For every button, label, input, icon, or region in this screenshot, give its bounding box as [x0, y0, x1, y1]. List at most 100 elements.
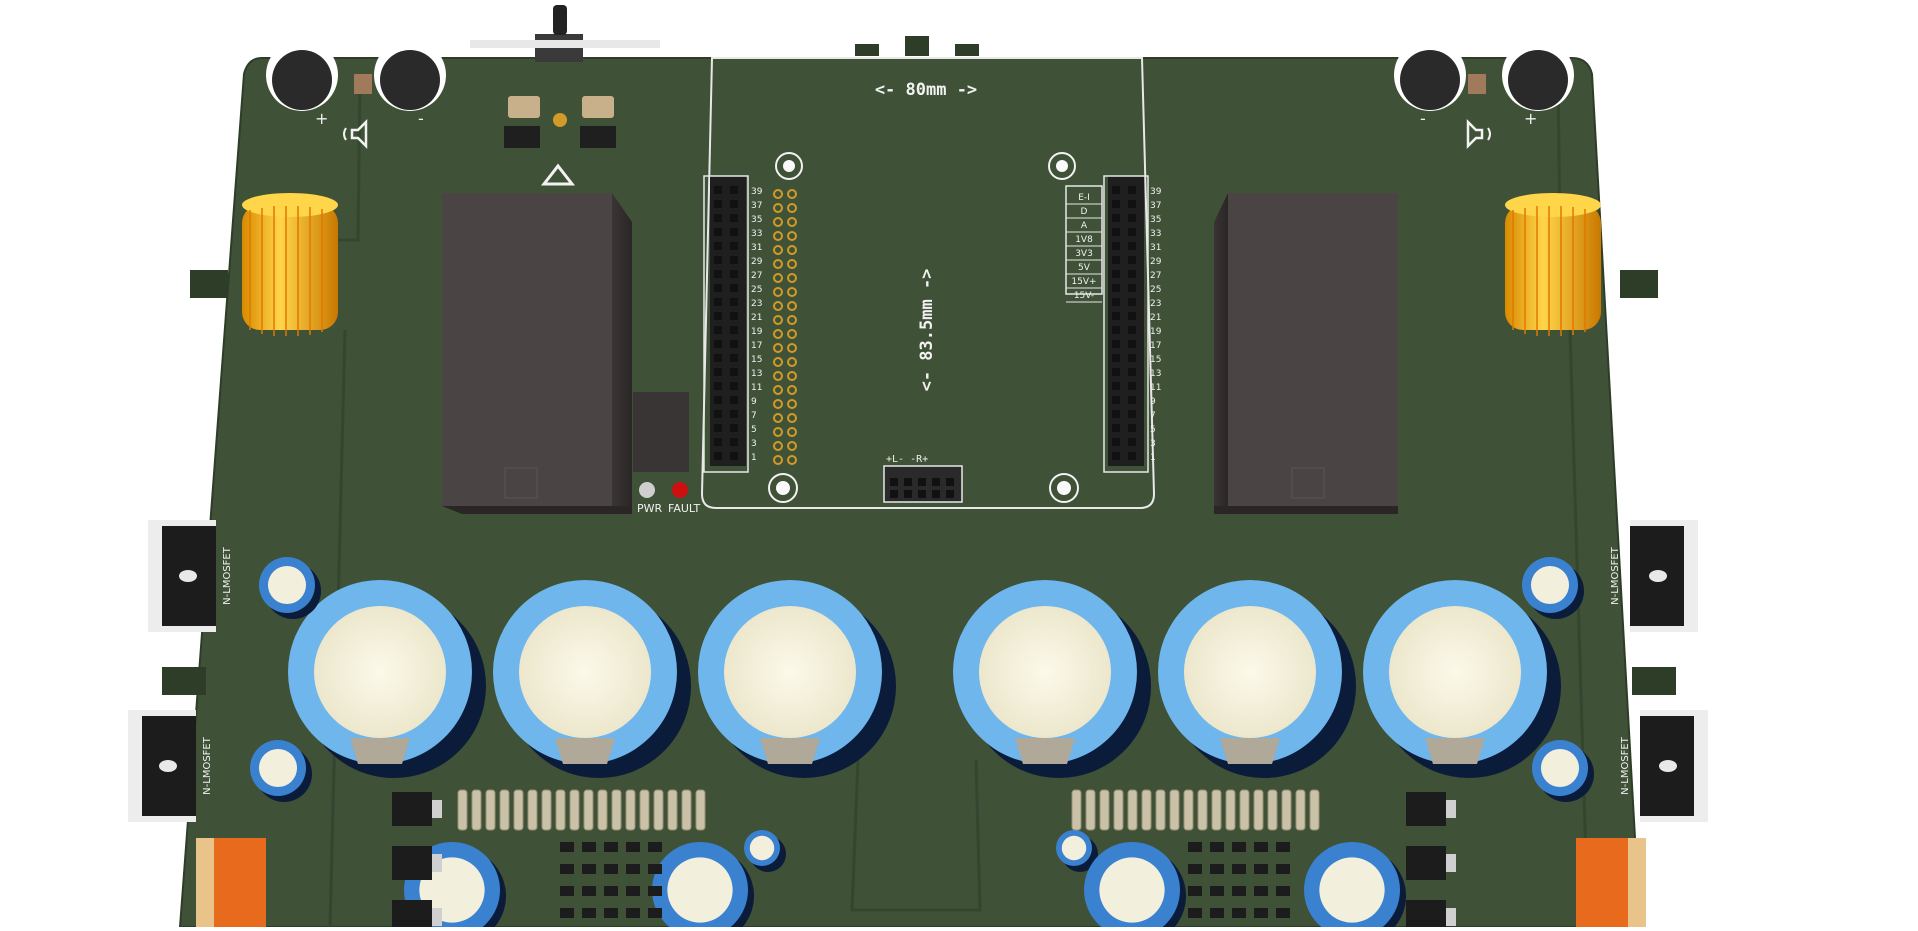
pin-number: 17: [751, 341, 762, 351]
pin-number: 31: [1150, 243, 1161, 253]
header-pin: [1112, 396, 1120, 404]
header-pin: [730, 256, 738, 264]
mosfet: N-LMOSFET: [1620, 710, 1708, 822]
pad: [787, 273, 797, 283]
header-pin: [714, 424, 722, 432]
pin-number: 35: [751, 215, 762, 225]
header-pin: [730, 200, 738, 208]
pin-number: 23: [1150, 299, 1161, 309]
pin-number: 9: [1150, 397, 1156, 407]
header-pin: [714, 228, 722, 236]
mosfet-label: N-LMOSFET: [222, 546, 233, 605]
header-pin: [1128, 354, 1136, 362]
pin-number: 27: [1150, 271, 1161, 281]
mosfet-label: N-LMOSFET: [1620, 736, 1631, 795]
bulk-capacitor: [1363, 580, 1561, 778]
header-pin: [1112, 354, 1120, 362]
pin-number: 37: [751, 201, 762, 211]
fault-led: [672, 482, 688, 498]
header-pin: [730, 354, 738, 362]
bulk-capacitor: [953, 580, 1151, 778]
pin-number: 19: [751, 327, 763, 337]
header-pin: [1112, 368, 1120, 376]
small-capacitor: [1304, 842, 1406, 931]
header-pin: [1128, 396, 1136, 404]
header-pin: [714, 200, 722, 208]
ic-pack: [1406, 900, 1456, 931]
resistor-array-group: [392, 789, 1456, 931]
header-pin: [714, 396, 722, 404]
amp-module-right: [1214, 193, 1398, 514]
pin-number: 7: [751, 411, 757, 421]
pad: [787, 287, 797, 297]
pad: [773, 189, 783, 199]
small-capacitor: [1522, 557, 1584, 619]
through-hole-pad-column: [773, 189, 797, 465]
pad: [773, 301, 783, 311]
resistor-array: [457, 789, 706, 831]
pad: [787, 357, 797, 367]
header-pin: [1112, 242, 1120, 250]
pwr-label: PWR: [637, 502, 663, 515]
header-pin: [1112, 214, 1120, 222]
pin-number: 23: [751, 299, 762, 309]
header-pin: [730, 228, 738, 236]
pad: [787, 399, 797, 409]
pin-number: 33: [1150, 229, 1161, 239]
ic-pack: [1406, 792, 1456, 826]
pad: [773, 441, 783, 451]
ic-pack: [392, 846, 442, 880]
header-pin: [730, 438, 738, 446]
resistor-array: [1071, 789, 1320, 831]
status-area: PWR FAULT: [633, 392, 701, 515]
top-switch: [470, 5, 660, 62]
amp-module-left: [442, 193, 632, 514]
header-pin: [730, 410, 738, 418]
pin-number: 25: [1150, 285, 1161, 295]
pin-number: 13: [751, 369, 762, 379]
inductor-right: [1505, 193, 1601, 336]
bulk-capacitor-group: [288, 580, 1561, 778]
bulk-capacitor: [288, 580, 486, 778]
ic-pack: [392, 900, 442, 931]
header-pin: [714, 368, 722, 376]
header-pin: [730, 368, 738, 376]
small-capacitor: [1532, 740, 1594, 802]
pin-number: 35: [1150, 215, 1161, 225]
header-pin: [1128, 410, 1136, 418]
mosfet: N-LMOSFET: [1610, 520, 1698, 632]
pin-number: 29: [1150, 257, 1162, 267]
speaker-left-plus-label: +: [315, 109, 328, 128]
pad: [773, 413, 783, 423]
mosfet: N-LMOSFET: [128, 710, 213, 822]
pin-number: 21: [1150, 313, 1161, 323]
header-pin: [714, 452, 722, 460]
pin-number: 7: [1150, 411, 1156, 421]
header-pin: [714, 312, 722, 320]
gpio-header-left: [703, 175, 749, 473]
header-pin: [714, 256, 722, 264]
header-pin: [1128, 312, 1136, 320]
header-pin: [730, 326, 738, 334]
pin-number: 3: [1150, 439, 1156, 449]
small-capacitor: [1056, 830, 1098, 872]
header-pin: [714, 340, 722, 348]
header-pin: [730, 298, 738, 306]
pad: [773, 455, 783, 465]
header-pin: [730, 396, 738, 404]
pin-number: 29: [751, 257, 763, 267]
header-pin: [1128, 214, 1136, 222]
header-pin: [714, 298, 722, 306]
pad: [787, 203, 797, 213]
header-pin: [1112, 382, 1120, 390]
header-pin: [1112, 410, 1120, 418]
speaker-left-minus-label: -: [418, 109, 424, 128]
pad: [787, 315, 797, 325]
header-pin: [1128, 284, 1136, 292]
bulk-capacitor: [1158, 580, 1356, 778]
header-pin: [1128, 200, 1136, 208]
pad: [787, 441, 797, 451]
